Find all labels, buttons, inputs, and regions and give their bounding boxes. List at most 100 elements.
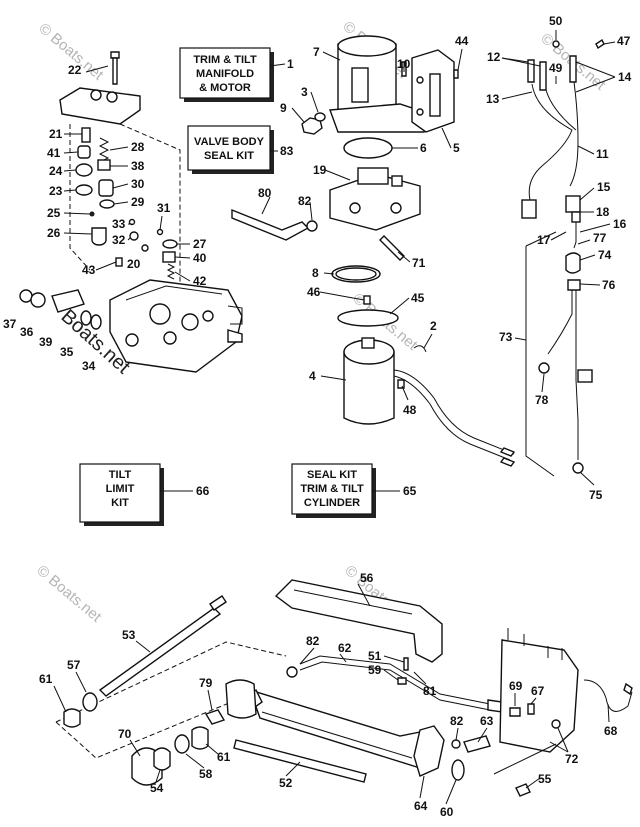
callout-52: 52 (279, 776, 293, 790)
callout-63: 63 (480, 714, 494, 728)
callout-22: 22 (68, 63, 82, 77)
callout-4: 4 (309, 369, 316, 383)
callout-59: 59 (368, 663, 382, 677)
callout-15: 15 (597, 180, 611, 194)
callout-55: 55 (538, 772, 552, 786)
callout-28: 28 (131, 140, 145, 154)
callout-24: 24 (49, 164, 63, 178)
callout-62: 62 (338, 641, 352, 655)
callout-49: 49 (549, 61, 563, 75)
kit-line: VALVE BODY (194, 136, 265, 148)
kit-valve-body: VALVE BODY SEAL KIT 83 (187, 125, 294, 174)
callout-2: 2 (430, 319, 437, 333)
callout-41: 41 (47, 146, 61, 160)
callout-58: 58 (199, 767, 213, 781)
callout-33: 33 (112, 217, 126, 231)
pump-motor-assembly (231, 35, 516, 467)
callout-57: 57 (67, 658, 81, 672)
kit-line: SEAL KIT (204, 150, 254, 162)
callout-20: 20 (127, 257, 141, 271)
callout-14: 14 (618, 70, 632, 84)
callout-38: 38 (131, 159, 145, 173)
callout-21: 21 (49, 127, 63, 141)
callout-75: 75 (589, 488, 603, 502)
callout-81: 81 (423, 684, 437, 698)
leader-lines (53, 30, 616, 805)
callout-78: 78 (535, 393, 549, 407)
callout-50: 50 (549, 14, 563, 28)
callout-16: 16 (613, 217, 627, 231)
callout-3: 3 (301, 85, 308, 99)
callout-51: 51 (368, 649, 382, 663)
callout-8: 8 (312, 266, 319, 280)
callout-72: 72 (565, 752, 579, 766)
kit-tilt-limit: TILT LIMIT KIT 66 (79, 463, 210, 526)
callout-82b: 82 (306, 634, 320, 648)
callout-71: 71 (412, 256, 426, 270)
kit-line: TRIM & TILT (193, 54, 257, 66)
kit-ref: 83 (280, 144, 294, 158)
callout-61b: 61 (217, 750, 231, 764)
callout-7: 7 (313, 45, 320, 59)
callout-45: 45 (411, 291, 425, 305)
kit-ref: 65 (403, 484, 417, 498)
callout-76: 76 (602, 278, 616, 292)
kit-line: LIMIT (106, 483, 135, 495)
callout-18: 18 (596, 205, 610, 219)
callout-19: 19 (313, 163, 327, 177)
callout-35: 35 (60, 345, 74, 359)
kit-line: SEAL KIT (307, 469, 357, 481)
callout-73: 73 (499, 330, 513, 344)
callout-37: 37 (3, 317, 17, 331)
kit-line: KIT (111, 497, 129, 509)
kit-ref: 1 (287, 57, 294, 71)
callout-36: 36 (20, 325, 34, 339)
callout-12: 12 (487, 50, 501, 64)
callout-11: 11 (596, 147, 609, 161)
callout-labels: 2 2 3 4 5 6 7 8 9 10 11 12 13 14 15 16 1… (3, 14, 632, 819)
callout-39: 39 (39, 335, 53, 349)
kit-line: TILT (109, 469, 132, 481)
callout-43: 43 (82, 263, 96, 277)
callout-17: 17 (537, 233, 551, 247)
callout-32: 32 (112, 233, 126, 247)
kit-line: & MOTOR (199, 82, 251, 94)
callout-34: 34 (82, 359, 96, 373)
callout-67: 67 (531, 684, 545, 698)
callout-69: 69 (509, 679, 523, 693)
callout-5: 5 (453, 141, 460, 155)
callout-77: 77 (593, 231, 607, 245)
callout-48: 48 (403, 403, 417, 417)
callout-61: 61 (39, 672, 53, 686)
kit-ref: 66 (196, 484, 210, 498)
kit-trim-tilt-manifold: TRIM & TILT MANIFOLD & MOTOR 1 (179, 47, 294, 102)
callout-25: 25 (47, 206, 61, 220)
callout-70: 70 (118, 727, 132, 741)
callout-54: 54 (150, 781, 164, 795)
callout-56: 56 (360, 571, 374, 585)
callout-6: 6 (420, 141, 427, 155)
callout-29: 29 (131, 195, 145, 209)
callout-53: 53 (122, 628, 136, 642)
callout-13: 13 (486, 92, 500, 106)
callout-27: 27 (193, 237, 207, 251)
watermark-3: © Boats.net (33, 562, 105, 626)
callout-23: 23 (49, 184, 63, 198)
callout-79: 79 (199, 676, 213, 690)
callout-40: 40 (193, 251, 207, 265)
callout-42: 42 (193, 274, 207, 288)
harness-assembly (521, 38, 605, 477)
callout-64: 64 (414, 799, 428, 813)
callout-80: 80 (258, 186, 272, 200)
callout-30: 30 (131, 177, 145, 191)
callout-47: 47 (617, 34, 631, 48)
kit-line: TRIM & TILT (300, 483, 364, 495)
callout-46: 46 (307, 285, 321, 299)
kit-line: MANIFOLD (196, 68, 254, 80)
kit-seal-cylinder: SEAL KIT TRIM & TILT CYLINDER 65 (291, 463, 417, 518)
callout-74: 74 (598, 248, 612, 262)
callout-68: 68 (604, 724, 618, 738)
callout-82: 82 (298, 194, 312, 208)
callout-9: 9 (280, 101, 287, 115)
